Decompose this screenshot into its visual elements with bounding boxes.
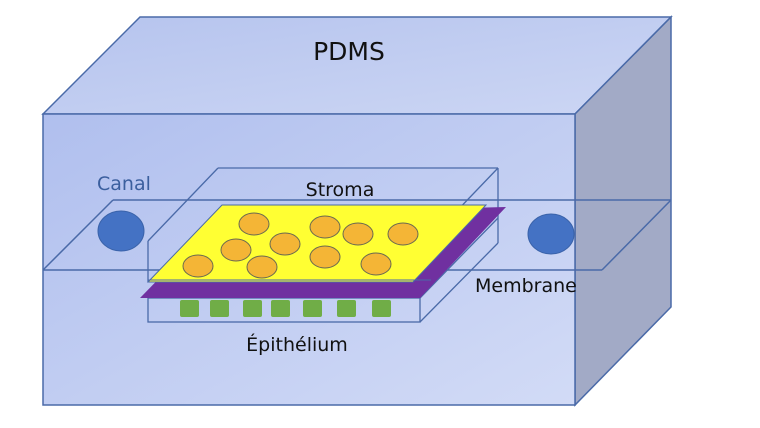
epithelial-cell [271,300,290,317]
membrane-label: Membrane [475,275,577,297]
canal-right-circle [527,213,575,255]
epithelial-cell [337,300,356,317]
stroma-cell [387,222,419,246]
stroma-cells [182,212,419,279]
epithelial-cell [210,300,229,317]
canal-label: Canal [97,173,151,195]
epithelium-label: Épithélium [246,333,348,356]
epithelial-cell [303,300,322,317]
stroma-label: Stroma [306,179,375,201]
canal-left-circle [97,210,145,252]
stroma-cell [309,215,341,239]
epithelial-cell [372,300,391,317]
stroma-cell [182,254,214,278]
stroma-cell [309,245,341,269]
stroma-cell [269,232,301,256]
pdms-label: PDMS [313,37,385,66]
epithelial-cells [180,300,391,317]
stroma-cell [360,252,392,276]
epithelial-cell [180,300,199,317]
stroma-cell [220,238,252,262]
epithelial-cell [243,300,262,317]
stroma-cell [246,255,278,279]
pdms-block [41,15,673,407]
stroma-cell [342,222,374,246]
stroma-cell [238,212,270,236]
